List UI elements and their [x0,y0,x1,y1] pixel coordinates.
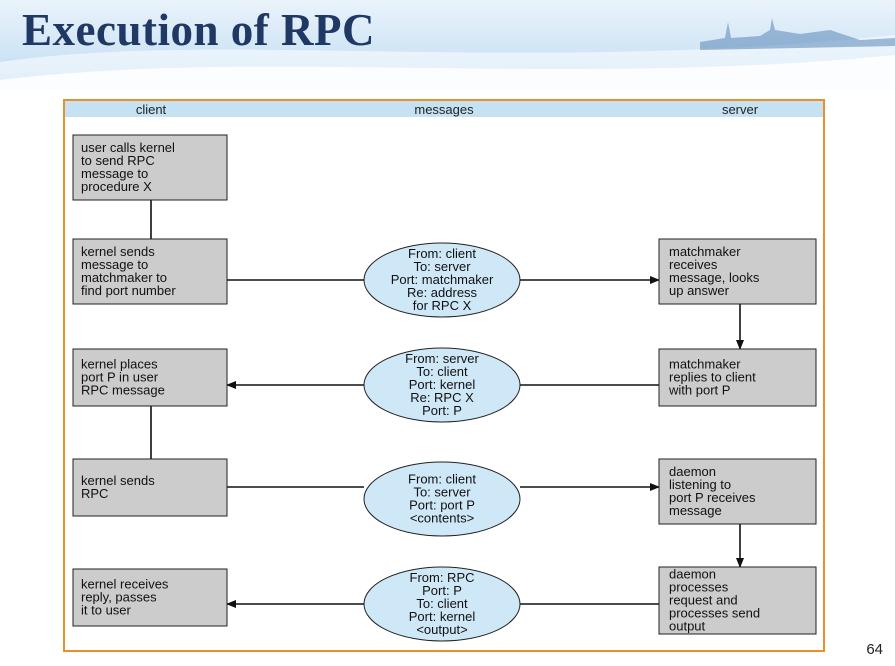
server-box-text: daemon [669,464,716,479]
client-box-text: to send RPC [81,153,155,168]
message-text: To: server [413,485,471,500]
rpc-diagram: client messages server user calls kernel… [65,101,823,642]
server-box-text: replies to client [669,370,756,385]
message-ellipse-shape [363,242,521,318]
slide-title: Execution of RPC [22,5,375,55]
server-box-shape [658,566,817,635]
server-box-shape [658,458,817,525]
client-box-text: kernel sends [81,473,155,488]
client-box-shape [72,458,228,517]
message-text: for RPC X [413,298,472,313]
message-text: <contents> [410,511,474,526]
message-text: Port: kernel [409,377,476,392]
client-box-shape [72,348,228,407]
server-box-text: receives [669,257,718,272]
message-text: Port: port P [409,498,475,513]
client-box-text: it to user [81,603,132,618]
message-text: <output> [416,622,467,637]
server-box-text: up answer [669,283,730,298]
message-ellipse-shape [363,461,521,537]
town-skyline-icon [700,18,895,50]
client-box-text: RPC [81,486,108,501]
server-box-text: request and [669,593,738,608]
client-box-text: user calls kernel [81,140,175,155]
client-box-text: matchmaker to [81,270,167,285]
message-text: To: client [416,596,468,611]
message-text: Port: P [422,583,462,598]
title-banner [0,0,895,90]
server-box-shape [658,238,817,305]
server-box-shape [658,348,817,407]
message-text: From: client [408,246,476,261]
message-ellipse-shape [363,347,521,423]
message-text: Re: RPC X [410,390,474,405]
client-box-text: find port number [81,283,176,298]
client-box-text: RPC message [81,383,165,398]
message-text: To: server [413,259,471,274]
server-box-text: matchmaker [669,244,741,259]
message-ellipse-shape [363,566,521,642]
client-box-text: port P in user [81,370,159,385]
column-header-server: server [722,102,759,117]
server-box-text: message [669,503,722,518]
message-text: From: RPC [410,570,475,585]
server-box-text: message, looks [669,270,760,285]
message-text: To: client [416,364,468,379]
client-box-shape [72,568,228,627]
server-box-text: daemon [669,567,716,582]
server-box-text: output [669,619,706,634]
message-text: Port: P [422,403,462,418]
column-header-bar [65,101,823,117]
server-box-text: port P receives [669,490,756,505]
column-header-client: client [136,102,167,117]
message-text: From: client [408,472,476,487]
client-box-text: kernel receives [81,577,169,592]
server-box-text: with port P [668,383,730,398]
banner-decoration [0,18,895,90]
server-box-text: listening to [669,477,731,492]
client-box-text: message to [81,257,148,272]
server-box-text: processes send [669,606,760,621]
client-box-text: message to [81,166,148,181]
client-box-text: kernel places [81,357,158,372]
client-box-text: procedure X [81,179,152,194]
column-header-messages: messages [414,102,474,117]
client-box-text: reply, passes [81,590,157,605]
rpc-diagram-frame: client messages server user calls kernel… [63,99,825,652]
page-number: 64 [866,641,883,658]
message-text: From: server [405,351,479,366]
client-box-shape [72,238,228,305]
message-text: Port: kernel [409,609,476,624]
server-box-text: matchmaker [669,357,741,372]
client-box-shape [72,134,228,201]
client-box-text: kernel sends [81,244,155,259]
message-text: Port: matchmaker [391,272,494,287]
server-box-text: processes [669,580,729,595]
message-text: Re: address [407,285,478,300]
connector-lines [150,200,744,608]
